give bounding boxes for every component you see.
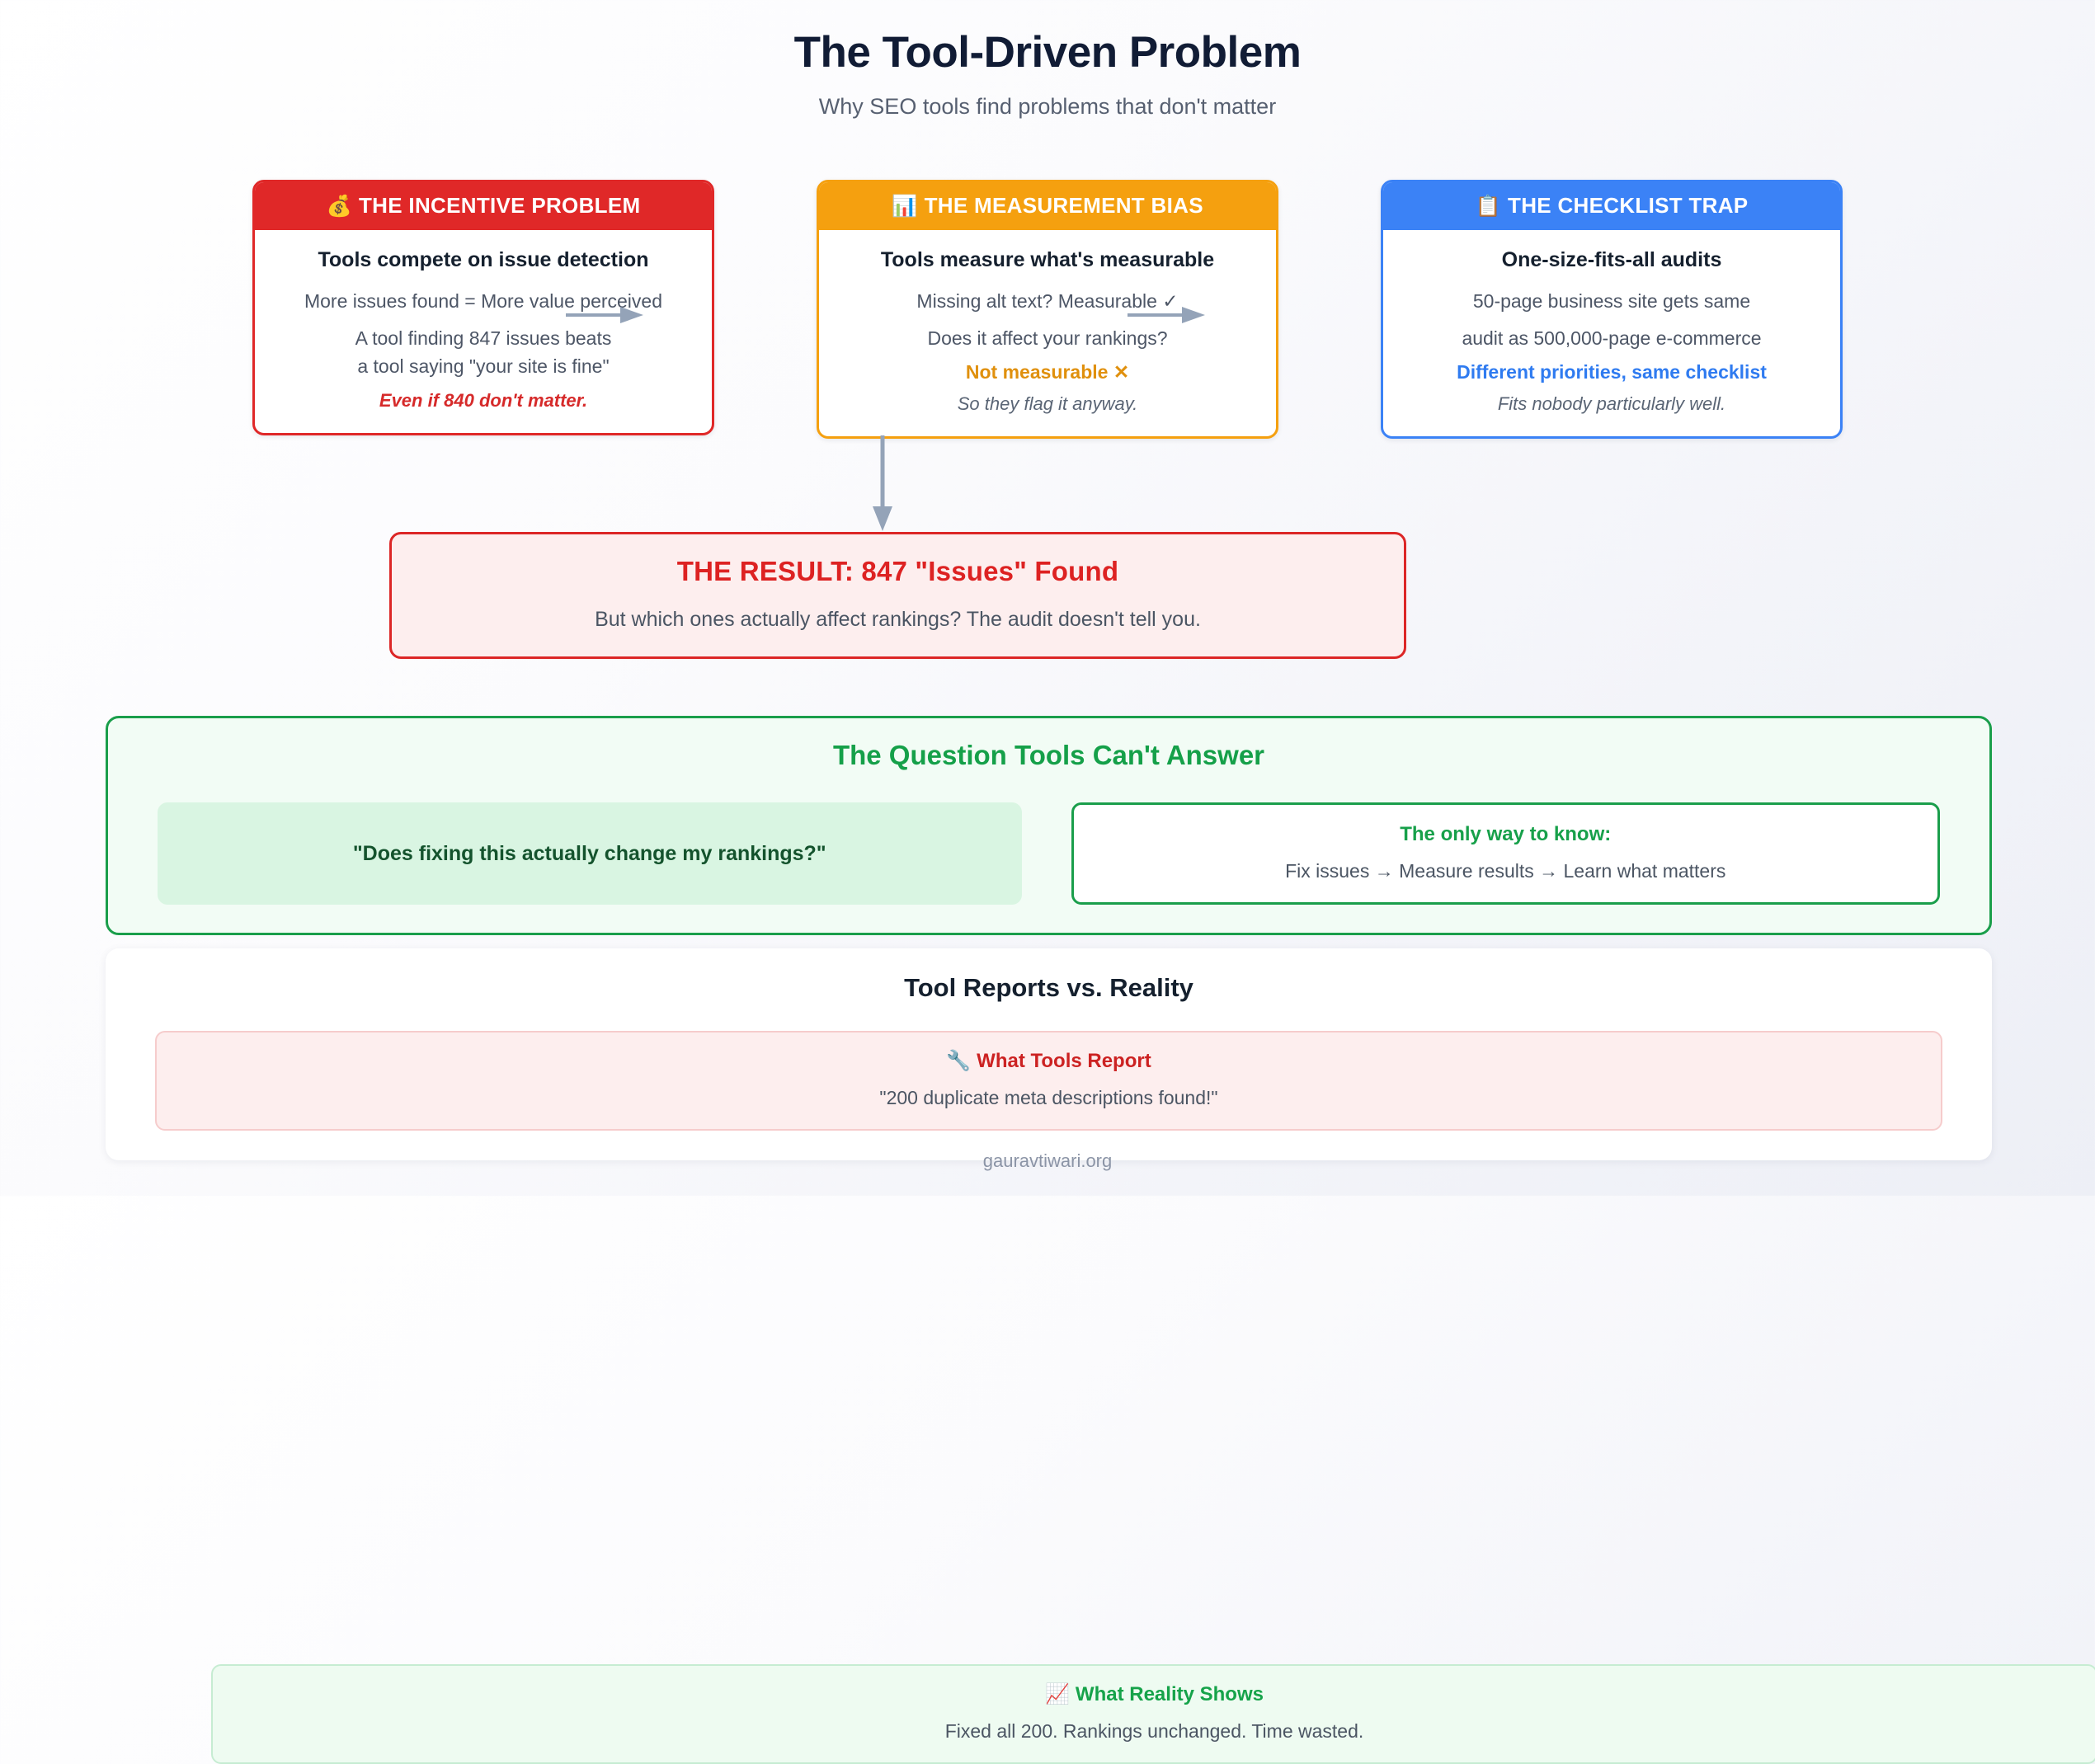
card-measurement-lead: Tools measure what's measurable: [880, 248, 1215, 271]
card-incentive-body: Tools compete on issue detection More is…: [255, 230, 712, 433]
comparison-tools-text: "200 duplicate meta descriptions found!": [879, 1087, 1218, 1108]
comparison-row: 🔧What Tools Report "200 duplicate meta d…: [155, 1031, 2095, 1764]
clipboard-icon: 📋: [1475, 195, 1502, 218]
comparison-reality-title-text: What Reality Shows: [1075, 1683, 1264, 1705]
card-checklist-trap: 📋 THE CHECKLIST TRAP One-size-fits-all au…: [1381, 180, 1843, 440]
card-incentive-line2a: A tool finding 847 issues beats: [355, 327, 612, 349]
card-incentive-lead: Tools compete on issue detection: [318, 248, 649, 271]
question-text: "Does fixing this actually change my ran…: [352, 841, 826, 865]
comparison-tools-title: 🔧What Tools Report: [172, 1049, 1926, 1073]
card-checklist-header: 📋 THE CHECKLIST TRAP: [1383, 182, 1840, 230]
card-incentive-line1: More issues found = More value perceived: [304, 290, 663, 312]
card-measurement-body: Tools measure what's measurable Missing …: [819, 230, 1276, 436]
wrench-icon: 🔧: [946, 1050, 972, 1072]
comparison-tools-title-text: What Tools Report: [977, 1050, 1151, 1072]
card-checklist-line1: 50-page business site gets same: [1472, 290, 1751, 312]
result-banner: THE RESULT: 847 "Issues" Found But which…: [389, 532, 1406, 659]
card-checklist-body: One-size-fits-all audits 50-page busines…: [1383, 230, 1840, 436]
card-checklist-lead: One-size-fits-all audits: [1501, 248, 1722, 271]
footer-source: gauravtiwari.org: [982, 1150, 1113, 1171]
question-section-title: The Question Tools Can't Answer: [832, 740, 1265, 770]
card-incentive-problem: 💰 THE INCENTIVE PROBLEM Tools compete on …: [252, 180, 714, 435]
question-section: The Question Tools Can't Answer "Does fi…: [106, 716, 1992, 935]
comparison-reality-shows: 📈What Reality Shows Fixed all 200. Ranki…: [211, 1664, 2095, 1764]
answer-box: The only way to know: Fix issues → Measu…: [1071, 802, 1940, 905]
card-checklist-highlight: Different priorities, same checklist: [1457, 361, 1767, 383]
card-incentive-line2b: a tool saying "your site is fine": [357, 355, 610, 378]
card-measurement-bias: 📊 THE MEASUREMENT BIAS Tools measure what…: [817, 180, 1278, 440]
card-incentive-title: THE INCENTIVE PROBLEM: [359, 193, 641, 218]
card-checklist-title: THE CHECKLIST TRAP: [1508, 193, 1749, 218]
comparison-tools-report: 🔧What Tools Report "200 duplicate meta d…: [155, 1031, 1942, 1131]
result-title: THE RESULT: 847 "Issues" Found: [676, 556, 1119, 586]
bar-chart-icon: 📊: [892, 195, 918, 218]
question-section-row: "Does fixing this actually change my ran…: [158, 802, 1940, 905]
comparison-reality-title: 📈What Reality Shows: [228, 1682, 2081, 1706]
result-subtitle: But which ones actually affect rankings?…: [595, 608, 1201, 631]
card-measurement-highlight: Not measurable ✕: [965, 361, 1130, 383]
card-measurement-title: THE MEASUREMENT BIAS: [924, 193, 1203, 218]
question-box: "Does fixing this actually change my ran…: [158, 802, 1022, 905]
card-incentive-header: 💰 THE INCENTIVE PROBLEM: [255, 182, 712, 230]
card-checklist-line2a: audit as 500,000-page e-commerce: [1462, 327, 1762, 349]
arrow-down-icon: [873, 435, 892, 531]
comparison-reality-text: Fixed all 200. Rankings unchanged. Time …: [944, 1720, 1364, 1742]
card-measurement-line1: Missing alt text? Measurable ✓: [916, 290, 1179, 312]
page-title: The Tool-Driven Problem: [793, 28, 1302, 77]
answer-flow: Fix issues → Measure results → Learn wha…: [1285, 860, 1726, 882]
card-measurement-header: 📊 THE MEASUREMENT BIAS: [819, 182, 1276, 230]
arrow-right-icon-2: [1128, 307, 1205, 323]
problem-cards-row: 💰 THE INCENTIVE PROBLEM Tools compete on …: [0, 180, 2095, 440]
chart-increasing-icon: 📈: [1045, 1683, 1070, 1705]
comparison-section: Tool Reports vs. Reality 🔧What Tools Rep…: [106, 948, 2095, 1764]
comparison-title: Tool Reports vs. Reality: [904, 973, 1193, 1002]
card-incentive-footnote: Even if 840 don't matter.: [379, 389, 588, 411]
card-measurement-line2a: Does it affect your rankings?: [927, 327, 1168, 349]
card-measurement-footnote: So they flag it anyway.: [957, 393, 1138, 415]
arrow-right-icon-1: [566, 307, 643, 323]
card-checklist-footnote: Fits nobody particularly well.: [1497, 393, 1726, 415]
money-bag-icon: 💰: [326, 195, 352, 218]
page-header: The Tool-Driven Problem Why SEO tools fi…: [0, 0, 2095, 120]
page-subtitle: Why SEO tools find problems that don't m…: [818, 93, 1277, 119]
answer-title: The only way to know:: [1400, 823, 1612, 845]
